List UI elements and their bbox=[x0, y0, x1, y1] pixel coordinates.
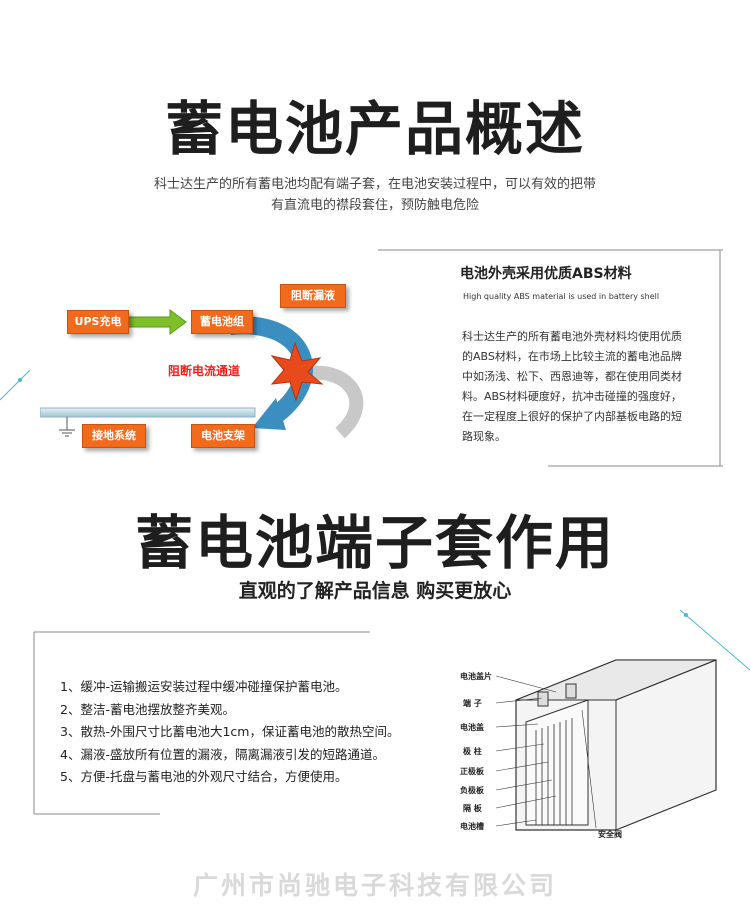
green-arrow-icon bbox=[127, 309, 187, 335]
abs-panel-line: 中如汤浅、松下、西恩迪等，都在使用同类材 bbox=[462, 370, 682, 383]
block-current-label: 阻断电流通道 bbox=[168, 364, 241, 378]
battery-group-box: 蓄电池组 bbox=[191, 310, 253, 334]
label-safety-valve: 安全阀 bbox=[598, 830, 622, 839]
label-container: 电池槽 bbox=[460, 822, 484, 831]
curved-arrow-icon bbox=[229, 316, 313, 426]
list-item: 2、整洁-蓄电池摆放整齐美观。 bbox=[60, 701, 235, 717]
abs-panel-heading: 电池外壳采用优质ABS材料 bbox=[460, 266, 632, 282]
abs-panel-line: 料。ABS材料硬度好，抗冲击碰撞的强度好， bbox=[462, 390, 682, 403]
block-star-icon bbox=[270, 341, 324, 402]
accent-line-left bbox=[0, 369, 31, 401]
label-pole: 极 柱 bbox=[463, 747, 482, 756]
abs-panel-subheading: High quality ABS material is used in bat… bbox=[463, 292, 660, 301]
list-item: 3、散热-外围尺寸比蓄电池大1cm，保证蓄电池的散热空间。 bbox=[60, 724, 400, 739]
label-positive-plate: 正极板 bbox=[460, 767, 484, 776]
list-frame bbox=[33, 631, 370, 815]
section1-intro-line2: 有直流电的襟段套住，预防触电危险 bbox=[270, 198, 479, 213]
block-leak-box: 阻断漏液 bbox=[280, 284, 346, 308]
section1-intro-line1: 科士达生产的所有蓄电池均配有端子套，在电池安装过程中，可以有效的把带 bbox=[153, 177, 596, 192]
list-item: 5、方便-托盘与蓄电池的外观尺寸结合，方便使用。 bbox=[60, 769, 348, 784]
battery-cutaway-diagram bbox=[496, 659, 717, 831]
diagram-arrows bbox=[40, 309, 364, 439]
label-negative-plate: 负极板 bbox=[460, 786, 484, 795]
ups-charge-box: UPS充电 bbox=[67, 310, 129, 334]
abs-panel-body: 科士达生产的所有蓄电池外壳材料均使用优质 的ABS材料，在市场上比较主流的蓄电池… bbox=[462, 327, 682, 447]
abs-panel-frame bbox=[378, 249, 723, 467]
accent-line-right bbox=[680, 609, 750, 671]
function-list: 1、缓冲-运输搬运安装过程中缓冲碰撞保护蓄电池。 2、整洁-蓄电池摆放整齐美观。… bbox=[60, 676, 399, 789]
label-terminal: 端 子 bbox=[463, 699, 482, 708]
label-cover-plate: 电池盖片 bbox=[460, 672, 492, 681]
rail-bar bbox=[40, 407, 256, 418]
label-separator: 隔 板 bbox=[463, 804, 482, 813]
abs-panel-line: 在一定程度上很好的保护了内部基板电路的短 bbox=[462, 410, 682, 423]
abs-panel-line: 科士达生产的所有蓄电池外壳材料均使用优质 bbox=[462, 330, 682, 343]
abs-panel-line: 的ABS材料，在市场上比较主流的蓄电池品牌 bbox=[462, 350, 682, 363]
list-item: 1、缓冲-运输搬运安装过程中缓冲碰撞保护蓄电池。 bbox=[60, 679, 348, 694]
section1-title: 蓄电池产品概述 bbox=[164, 95, 585, 163]
list-item: 4、漏液-盛放所有位置的漏液，隔离漏液引发的短路通道。 bbox=[60, 746, 385, 762]
abs-panel-line: 路现象。 bbox=[462, 430, 506, 443]
battery-rack-box: 电池支架 bbox=[191, 424, 255, 448]
ground-system-box: 接地系统 bbox=[82, 424, 146, 448]
label-cover: 电池盖 bbox=[460, 723, 484, 732]
footer-company: 广州市尚驰电子科技有限公司 bbox=[192, 871, 557, 900]
section2-title: 蓄电池端子套作用 bbox=[134, 509, 615, 577]
current-block-diagram: UPS充电 蓄电池组 阻断漏液 阻断电流通道 接地系统 电池支架 bbox=[40, 258, 380, 458]
section2-subtitle: 直观的了解产品信息 购买更放心 bbox=[238, 580, 512, 602]
